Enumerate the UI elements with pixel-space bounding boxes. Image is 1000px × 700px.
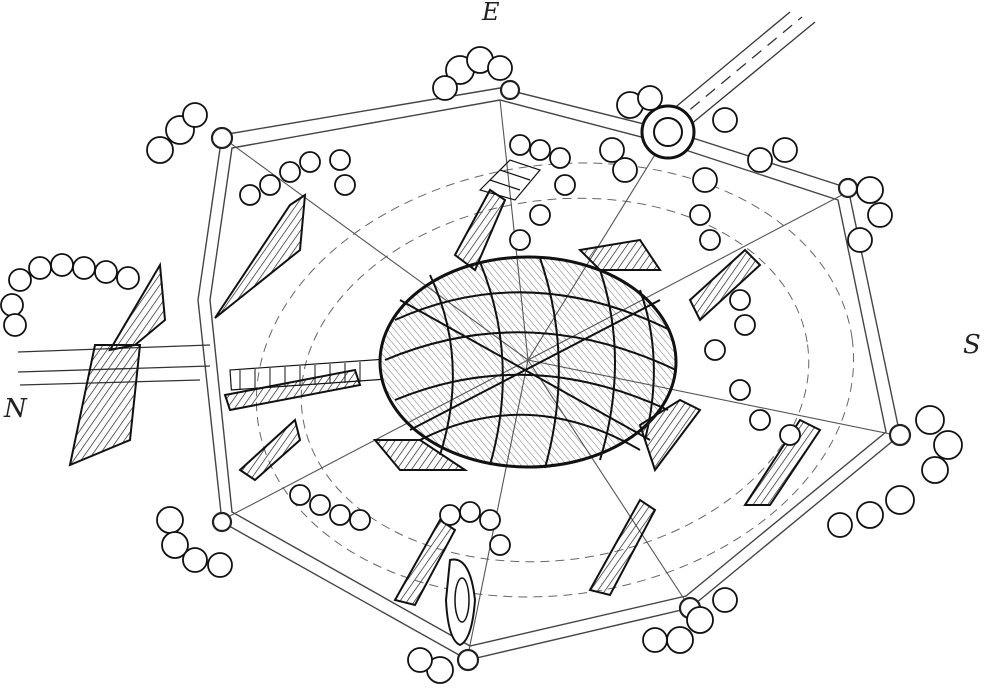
trees-north-east <box>599 85 738 193</box>
trees-east <box>747 137 893 253</box>
trees-south-east <box>827 405 963 538</box>
hatched-wedges <box>68 188 822 607</box>
roundabout <box>640 104 696 160</box>
trees-top <box>432 46 513 101</box>
access-road <box>659 11 816 126</box>
trees-inner-north <box>239 149 356 206</box>
central-dome <box>378 255 678 469</box>
inner-ring-path <box>255 162 855 598</box>
compass-north-label: N <box>4 394 27 424</box>
trees-inner-ne-row <box>509 134 576 251</box>
compass-east-label: E <box>482 0 500 26</box>
trees-inner-south <box>289 484 511 556</box>
pergolas <box>229 159 542 391</box>
trees-south <box>407 587 738 684</box>
compass-south-label: S <box>963 330 981 360</box>
tree-clusters <box>0 46 963 684</box>
south-pavilion <box>444 558 477 647</box>
trees-north-west <box>146 102 208 164</box>
trees-south-west <box>156 506 233 578</box>
trees-inner-east <box>689 204 801 446</box>
perimeter-road <box>197 87 901 661</box>
trees-west-row <box>0 253 140 337</box>
